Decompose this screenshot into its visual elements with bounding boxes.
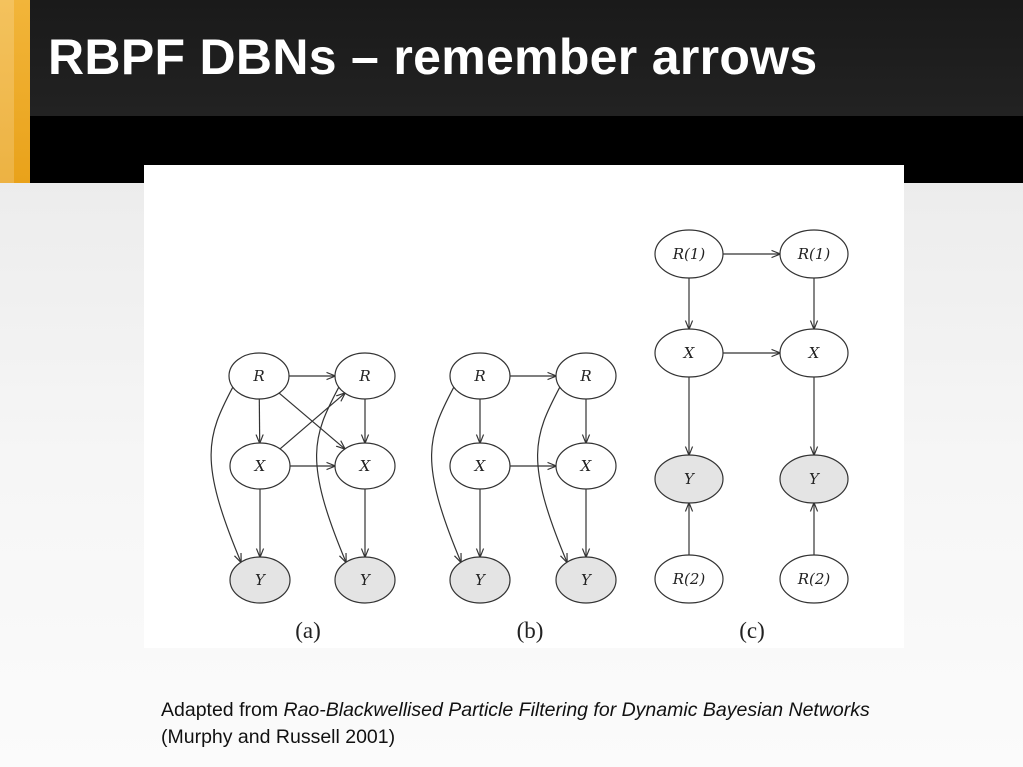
node-label: Y <box>684 470 696 488</box>
hidden-node-ellipse <box>779 554 849 604</box>
edge-a-R_t0-to-Y_t0 <box>210 386 241 562</box>
hidden-node-ellipse <box>779 229 849 279</box>
node-label: R <box>358 367 370 385</box>
node-label: R <box>579 367 591 385</box>
node-label: X <box>683 344 696 362</box>
hidden-node-ellipse <box>334 352 396 400</box>
node-c-R2_t1: R(2) <box>779 554 849 604</box>
hidden-node-ellipse <box>229 442 291 490</box>
node-label: R(2) <box>797 570 831 588</box>
node-c-Y_t1: Y <box>779 454 849 504</box>
header-band <box>0 0 1023 116</box>
node-label: Y <box>809 470 821 488</box>
observed-node-ellipse <box>229 556 291 604</box>
hidden-node-ellipse <box>449 442 511 490</box>
node-label: R <box>252 367 264 385</box>
edge-b-R_t0-to-Y_t0 <box>431 386 461 562</box>
node-a-R_t0: R <box>228 352 290 400</box>
observed-node-ellipse <box>334 556 396 604</box>
hidden-node-ellipse <box>779 328 849 378</box>
node-a-R_t1: R <box>334 352 396 400</box>
node-b-X_t1: X <box>555 442 617 490</box>
node-label: X <box>474 457 487 475</box>
hidden-node-ellipse <box>334 442 396 490</box>
node-b-X_t0: X <box>449 442 511 490</box>
node-label: Y <box>360 571 372 589</box>
node-label: X <box>254 457 267 475</box>
dbn-diagram: R R X X Y Y R R X X Y Y R(1) R(1) X X Y Y R(2) R(2) (a) (b) (… <box>210 229 849 643</box>
node-a-Y_t0: Y <box>229 556 291 604</box>
panel-label-b: (b) <box>517 618 544 643</box>
observed-node-ellipse <box>654 454 724 504</box>
edge-a-X_t0-to-R_t1 <box>279 393 345 450</box>
node-b-R_t0: R <box>449 352 511 400</box>
node-c-Y_t0: Y <box>654 454 724 504</box>
node-label: R(1) <box>672 245 706 263</box>
node-a-X_t0: X <box>229 442 291 490</box>
caption: Adapted from Rao-Blackwellised Particle … <box>161 697 921 751</box>
hidden-node-ellipse <box>228 352 290 400</box>
node-c-R2_t0: R(2) <box>654 554 724 604</box>
panel-label-a: (a) <box>295 618 321 643</box>
hidden-node-ellipse <box>555 442 617 490</box>
observed-node-ellipse <box>555 556 617 604</box>
node-b-Y_t0: Y <box>449 556 511 604</box>
edge-a-R_t1-to-Y_t1 <box>316 386 346 562</box>
node-label: Y <box>581 571 593 589</box>
node-a-X_t1: X <box>334 442 396 490</box>
node-c-X_t0: X <box>654 328 724 378</box>
node-label: R(1) <box>797 245 831 263</box>
observed-node-ellipse <box>449 556 511 604</box>
node-label: X <box>808 344 821 362</box>
panel-label-c: (c) <box>739 618 765 643</box>
node-label: R <box>473 367 485 385</box>
hidden-node-ellipse <box>449 352 511 400</box>
accent-stripe <box>0 0 30 183</box>
node-label: Y <box>475 571 487 589</box>
node-b-R_t1: R <box>555 352 617 400</box>
node-c-R1_t1: R(1) <box>779 229 849 279</box>
observed-node-ellipse <box>779 454 849 504</box>
hidden-node-ellipse <box>654 229 724 279</box>
slide-title: RBPF DBNs – remember arrows <box>48 29 818 85</box>
figure-panel: R R X X Y Y R R X X Y Y R(1) R(1) X X Y Y R(2) R(2) (a) (b) (… <box>144 165 904 648</box>
hidden-node-ellipse <box>555 352 617 400</box>
caption-paper-title: Rao-Blackwellised Particle Filtering for… <box>283 699 870 721</box>
caption-prefix: Adapted from <box>161 699 284 721</box>
node-label: Y <box>255 571 267 589</box>
node-label: X <box>359 457 372 475</box>
edge-b-R_t1-to-Y_t1 <box>537 386 567 562</box>
node-b-Y_t1: Y <box>555 556 617 604</box>
hidden-node-ellipse <box>654 328 724 378</box>
hidden-node-ellipse <box>654 554 724 604</box>
node-c-X_t1: X <box>779 328 849 378</box>
node-c-R1_t0: R(1) <box>654 229 724 279</box>
caption-suffix: (Murphy and Russell 2001) <box>161 726 396 748</box>
node-a-Y_t1: Y <box>334 556 396 604</box>
node-label: X <box>580 457 593 475</box>
node-label: R(2) <box>672 570 706 588</box>
